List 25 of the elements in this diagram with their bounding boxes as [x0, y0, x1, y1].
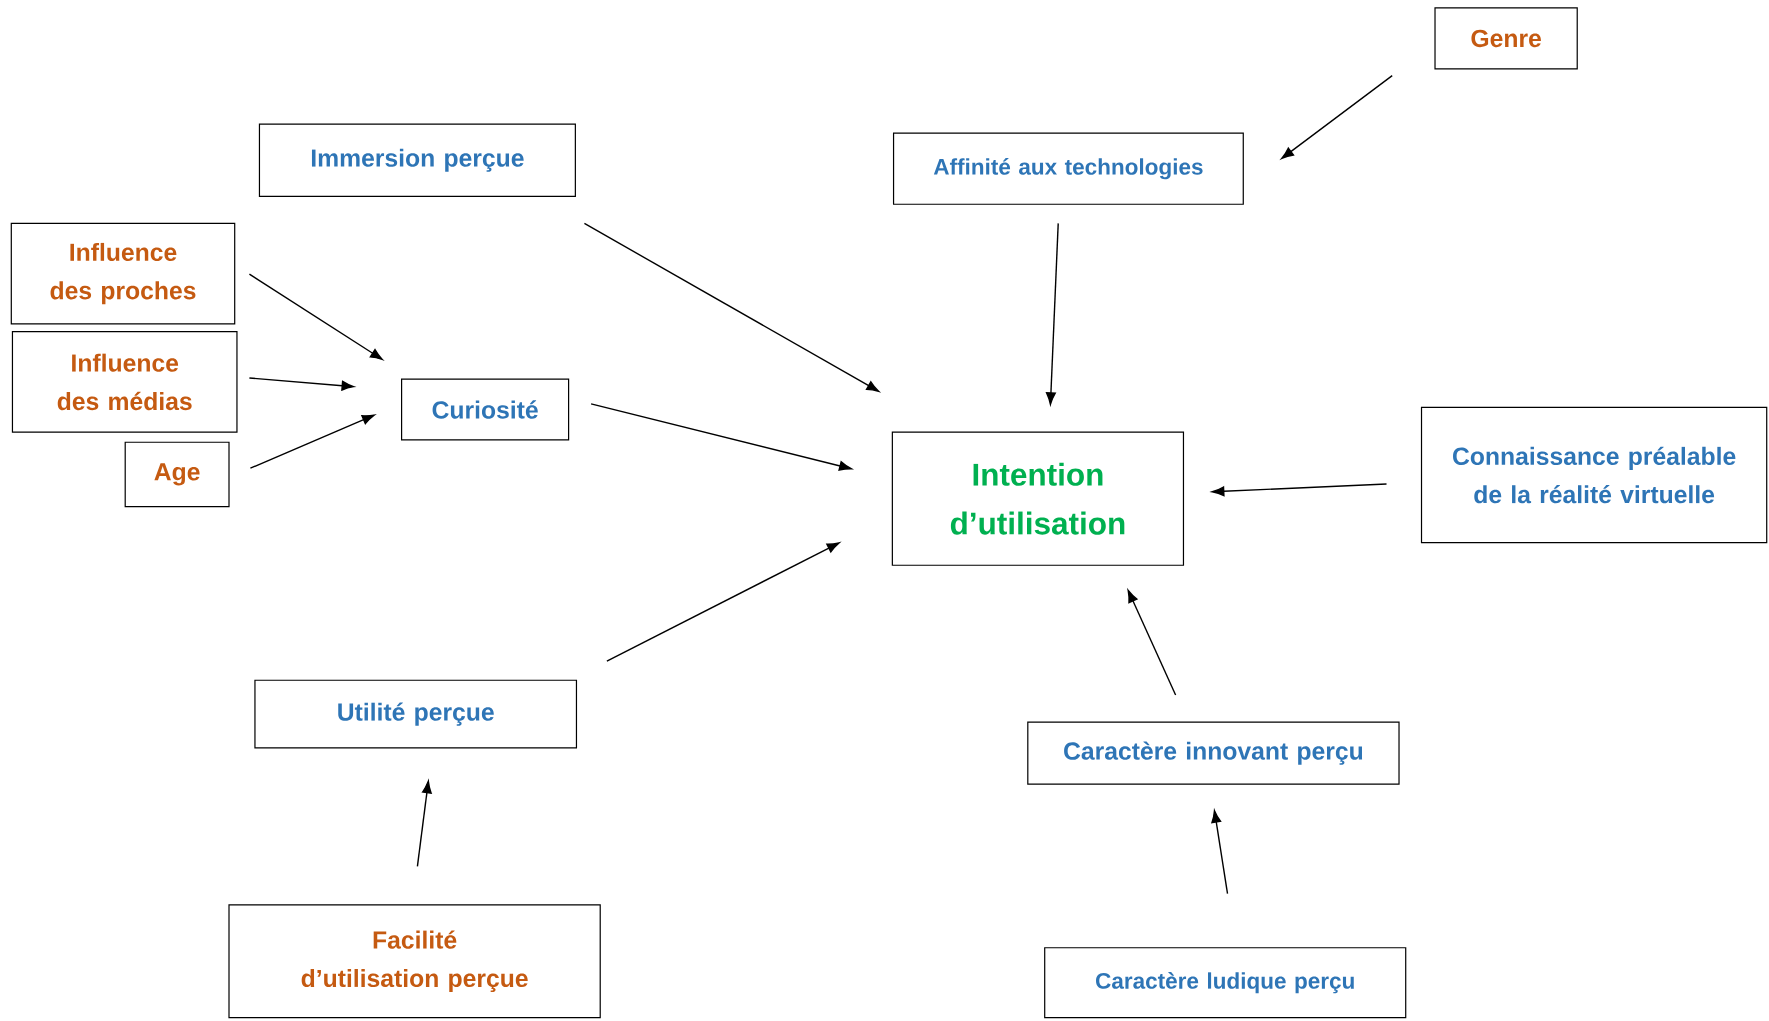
- concept-box: Affinité aux technologies: [892, 132, 1244, 205]
- arrow: [590, 403, 852, 471]
- arrow: [1045, 222, 1059, 406]
- arrow: [248, 377, 355, 391]
- concept-box: Immersion perçue: [258, 123, 576, 197]
- arrow: [606, 542, 840, 662]
- concept-box: Caractère innovant perçu: [1027, 721, 1400, 785]
- arrow: [249, 414, 375, 469]
- concept-box: Curiosité: [401, 378, 570, 441]
- arrow: [583, 222, 880, 392]
- arrow: [1211, 483, 1388, 497]
- arrow: [416, 780, 432, 868]
- concept-box: Influence des médias: [11, 331, 238, 433]
- arrow: [1211, 810, 1229, 895]
- concept-box: Intention d’utilisation: [891, 431, 1185, 566]
- concept-box: Caractère ludique perçu: [1044, 947, 1407, 1019]
- concept-box: Influence des proches: [10, 222, 236, 325]
- arrow: [248, 273, 383, 361]
- concept-box: Connaissance préalable de la réalité virtuelle: [1420, 406, 1768, 544]
- concept-box: Utilité perçue: [254, 679, 578, 749]
- concept-box: Facilité d’utilisation perçue: [228, 904, 601, 1019]
- arrow: [1281, 74, 1393, 160]
- concept-box: Age: [124, 441, 230, 508]
- concept-box: Genre: [1434, 7, 1578, 70]
- arrow: [1127, 589, 1177, 696]
